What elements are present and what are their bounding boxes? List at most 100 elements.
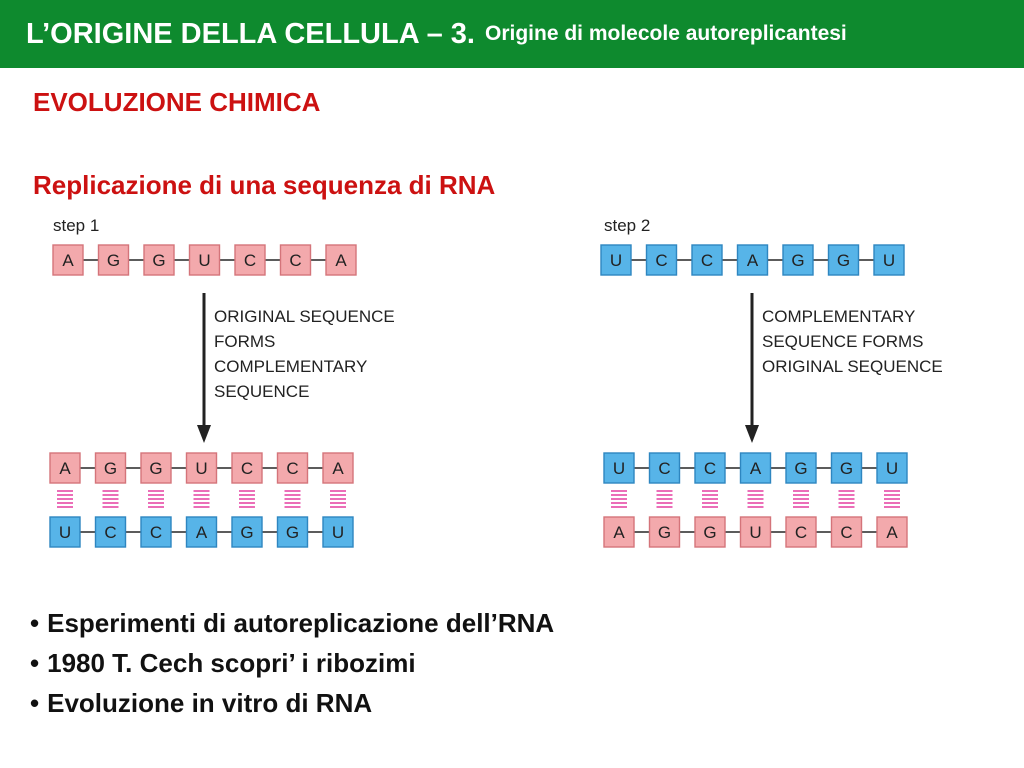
step-caption-line: FORMS (214, 332, 275, 351)
result-top-strand-base-letter: U (195, 459, 207, 478)
result-top-strand-base-letter: U (613, 459, 625, 478)
result-bottom-strand-base-box (830, 516, 863, 548)
result-bottom-strand-base-box (94, 516, 127, 548)
result-bottom-strand-base-letter: U (332, 523, 344, 542)
result-top-strand-base-letter: G (794, 459, 807, 478)
result-top-strand-base-letter: G (104, 459, 117, 478)
result-bottom-strand-base-letter: A (613, 523, 625, 542)
result-bottom-strand-base-letter: G (703, 523, 716, 542)
step-caption-line: SEQUENCE FORMS (762, 332, 924, 351)
result-top-strand-base-letter: C (704, 459, 716, 478)
result-top-strand-base-box (231, 452, 263, 484)
template-strand-base-letter: C (289, 251, 301, 270)
page-subtitle: Origine di molecole autoreplicantesi (485, 22, 847, 45)
step-caption-line: COMPLEMENTARY (214, 357, 367, 376)
result-top-strand-base-letter: A (750, 459, 762, 478)
result-top-strand-base-box (94, 452, 127, 484)
template-strand-base-letter: C (244, 251, 256, 270)
result-bottom-strand-base-box (694, 516, 726, 548)
result-bottom-strand-base-letter: U (59, 523, 71, 542)
result-bottom-strand-base-box (876, 516, 908, 548)
result-top-strand-base-box (785, 452, 817, 484)
template-strand-base-letter: U (883, 251, 895, 270)
template-strand-base-box (736, 244, 769, 276)
template-strand-base-letter: C (701, 251, 713, 270)
result-top-strand-base-box (185, 452, 218, 484)
result-bottom-strand-base-box (603, 516, 635, 548)
arrow-head (745, 425, 759, 443)
template-strand-base-box (325, 244, 357, 276)
step-caption-line: ORIGINAL SEQUENCE (214, 307, 395, 326)
result-bottom-strand-base-letter: G (286, 523, 299, 542)
result-bottom-strand-base-box (648, 516, 681, 548)
step-label: step 2 (604, 216, 650, 235)
result-top-strand-base-box (49, 452, 81, 484)
template-strand-base-letter: A (62, 251, 74, 270)
step-label: step 1 (53, 216, 99, 235)
result-bottom-strand-base-box (185, 516, 218, 548)
result-top-strand-base-letter: C (241, 459, 253, 478)
result-bottom-strand-base-letter: C (795, 523, 807, 542)
template-strand-base-letter: A (335, 251, 347, 270)
template-strand-base-letter: G (107, 251, 120, 270)
result-top-strand-base-box (603, 452, 635, 484)
result-bottom-strand-base-box (739, 516, 772, 548)
result-top-strand-base-box (739, 452, 772, 484)
result-bottom-strand-base-letter: C (150, 523, 162, 542)
template-strand-base-box (143, 244, 175, 276)
template-strand-base-box (645, 244, 678, 276)
result-bottom-strand-base-letter: U (749, 523, 761, 542)
step-caption-line: ORIGINAL SEQUENCE (762, 357, 943, 376)
title-bar: L’ORIGINE DELLA CELLULA – 3. Origine di … (0, 0, 1024, 68)
result-bottom-strand-base-letter: G (658, 523, 671, 542)
result-bottom-strand-base-box (322, 516, 354, 548)
result-top-strand-base-letter: G (149, 459, 162, 478)
result-bottom-strand-base-letter: C (104, 523, 116, 542)
step-caption-line: SEQUENCE (214, 382, 309, 401)
bullet-item: Evoluzione in vitro di RNA (30, 683, 554, 723)
template-strand-base-letter: G (791, 251, 804, 270)
result-top-strand-base-letter: A (59, 459, 71, 478)
result-top-strand-base-box (140, 452, 172, 484)
template-strand-base-box (691, 244, 723, 276)
result-top-strand-base-box (830, 452, 863, 484)
arrow-head (197, 425, 211, 443)
template-strand-base-box (873, 244, 905, 276)
rna-replication-diagram: step 1 A G G U C C A ORIGINAL SEQUENCE FORMS COMPL… (49, 216, 943, 548)
bullet-item: 1980 T. Cech scopri’ i ribozimi (30, 643, 554, 683)
result-top-strand-base-box (276, 452, 309, 484)
result-bottom-strand-base-box (140, 516, 172, 548)
result-top-strand-base-letter: G (840, 459, 853, 478)
result-bottom-strand-base-box (785, 516, 817, 548)
template-strand-base-box (782, 244, 814, 276)
result-bottom-strand-base-letter: G (240, 523, 253, 542)
template-strand-base-box (827, 244, 860, 276)
template-strand-base-box (52, 244, 84, 276)
result-bottom-strand-base-letter: C (840, 523, 852, 542)
template-strand-base-letter: A (747, 251, 759, 270)
template-strand-base-box (600, 244, 632, 276)
template-strand-base-letter: U (198, 251, 210, 270)
result-top-strand-base-letter: C (286, 459, 298, 478)
template-strand-base-letter: U (610, 251, 622, 270)
result-bottom-strand-base-box (276, 516, 309, 548)
template-strand-base-box (188, 244, 221, 276)
section-subheading: Replicazione di una sequenza di RNA (33, 170, 496, 200)
result-bottom-strand-base-box (231, 516, 263, 548)
result-bottom-strand-base-letter: A (196, 523, 208, 542)
bullet-list: Esperimenti di autoreplicazione dell’RNA… (30, 603, 554, 723)
result-top-strand-base-box (876, 452, 908, 484)
bullet-item: Esperimenti di autoreplicazione dell’RNA (30, 603, 554, 643)
template-strand-base-letter: G (152, 251, 165, 270)
template-strand-base-letter: C (655, 251, 667, 270)
result-top-strand-base-letter: C (658, 459, 670, 478)
result-top-strand-base-box (648, 452, 681, 484)
result-bottom-strand-base-letter: A (886, 523, 898, 542)
template-strand-base-letter: G (837, 251, 850, 270)
result-top-strand-base-letter: U (886, 459, 898, 478)
result-bottom-strand-base-box (49, 516, 81, 548)
template-strand-base-box (234, 244, 266, 276)
step-caption-line: COMPLEMENTARY (762, 307, 915, 326)
template-strand-base-box (279, 244, 312, 276)
result-top-strand-base-box (694, 452, 726, 484)
